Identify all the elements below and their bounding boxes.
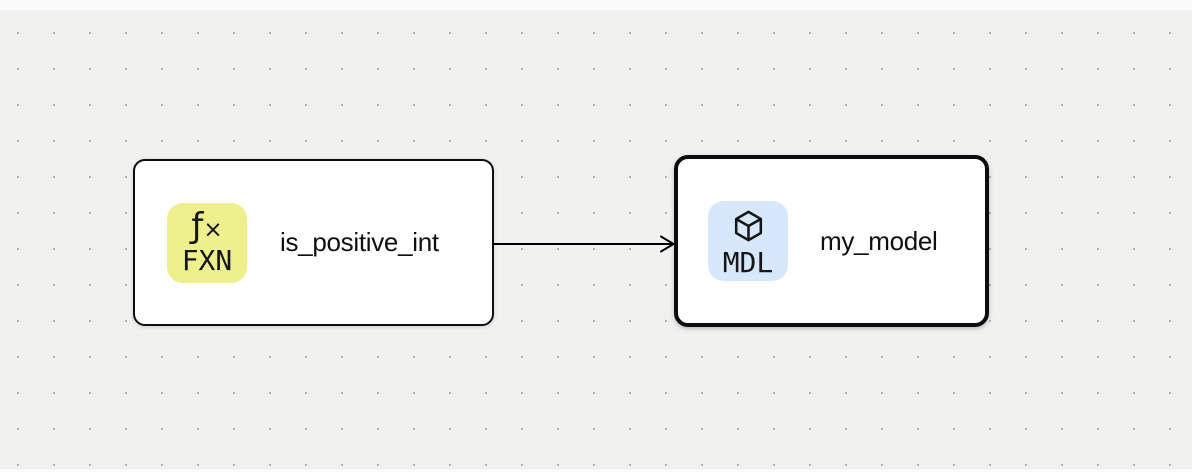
function-icon: ƒ× FXN — [167, 202, 247, 283]
edge-arrow[interactable] — [494, 231, 678, 257]
cube-glyph — [734, 210, 762, 241]
fx-glyph: ƒ× — [191, 206, 223, 246]
node-label: is_positive_int — [280, 227, 439, 257]
node-type-badge: FXN — [181, 244, 233, 277]
node-type-badge: MDL — [722, 245, 774, 279]
cube-icon: MDL — [708, 201, 788, 281]
node-label: my_model — [820, 225, 938, 256]
node-is-positive-int[interactable]: ƒ× FXN is_positive_int — [133, 159, 494, 326]
canvas-top-strip — [0, 0, 1192, 10]
canvas-bottom-strip — [0, 469, 1192, 472]
node-my-model[interactable]: MDL my_model — [674, 155, 989, 327]
